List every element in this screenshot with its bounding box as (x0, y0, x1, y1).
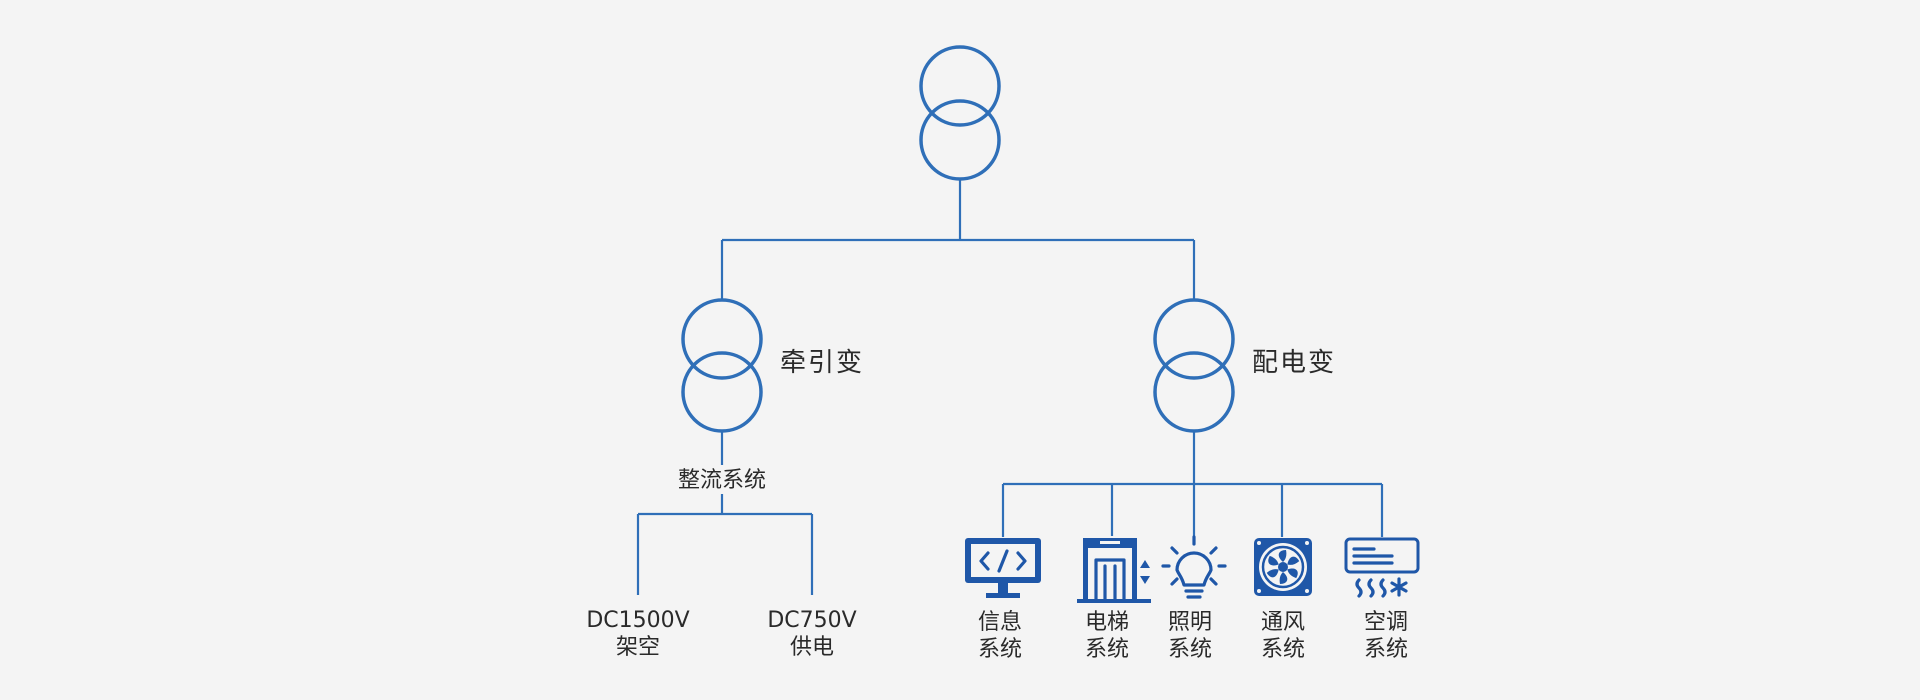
system-label-elevator-line1: 电梯 (1084, 610, 1130, 635)
traction-transformer (681, 298, 763, 433)
main-transformer-secondary-coil (919, 99, 1001, 181)
traction-transformer-label: 牵引变 (780, 348, 865, 378)
system-label-ventilation-line1: 通风 (1260, 610, 1306, 635)
main-transformer-primary-coil (919, 45, 1001, 127)
output-dc750-line2: 供电 (789, 635, 834, 660)
air-conditioner-icon (1344, 537, 1420, 598)
output-dc1500-line2: 架空 (615, 635, 660, 660)
distribution-transformer-primary-coil (1153, 298, 1235, 380)
output-dc750-line1: DC750V (767, 608, 857, 633)
system-label-info-line2: 系统 (977, 637, 1023, 662)
system-label-ventilation: 通风 系统 (1261, 609, 1305, 663)
lightbulb-icon (1161, 535, 1227, 599)
system-label-aircon: 空调 系统 (1364, 609, 1408, 663)
system-label-info: 信息 系统 (978, 609, 1022, 663)
fan-icon (1254, 538, 1312, 596)
distribution-transformer-label: 配电变 (1252, 348, 1337, 378)
system-label-ventilation-line2: 系统 (1260, 637, 1306, 662)
output-dc1500-label: DC1500V 架空 (586, 607, 689, 661)
system-label-lighting: 照明 系统 (1168, 609, 1212, 663)
rectifier-system-label: 整流系统 (677, 468, 767, 493)
monitor-code-icon (965, 538, 1041, 598)
distribution-branch (1001, 431, 1384, 537)
system-label-aircon-line1: 空调 (1363, 610, 1409, 635)
system-label-elevator-line2: 系统 (1084, 637, 1130, 662)
output-dc750-label: DC750V 供电 (767, 607, 856, 661)
system-label-lighting-line2: 系统 (1167, 637, 1213, 662)
elevator-icon (1077, 538, 1151, 603)
output-dc1500-line1: DC1500V (586, 608, 690, 633)
traction-transformer-primary-coil (681, 298, 763, 380)
system-label-info-line1: 信息 (977, 610, 1023, 635)
system-label-lighting-line1: 照明 (1167, 610, 1213, 635)
system-label-elevator: 电梯 系统 (1085, 609, 1129, 663)
system-label-aircon-line2: 系统 (1363, 637, 1409, 662)
distribution-transformer-secondary-coil (1153, 351, 1235, 433)
distribution-transformer (1153, 298, 1235, 433)
main-transformer (919, 45, 1001, 181)
traction-transformer-secondary-coil (681, 351, 763, 433)
traction-branch (636, 431, 814, 595)
main-bus (720, 179, 1196, 300)
